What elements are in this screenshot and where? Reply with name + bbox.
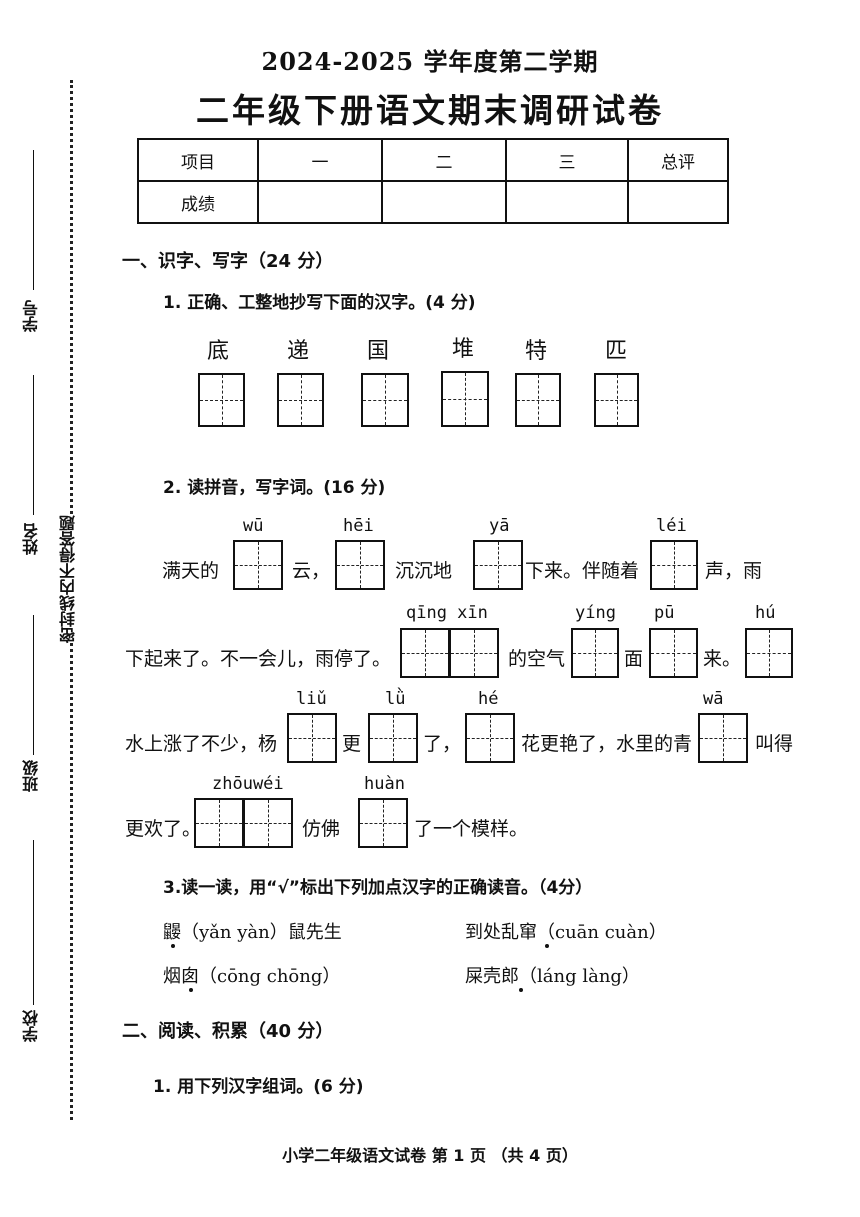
sentence-text: 了一个模样。	[414, 818, 529, 840]
pinyin: qīng xīn	[406, 603, 488, 623]
score-row-label: 成绩	[137, 180, 259, 224]
score-cell[interactable]	[257, 180, 383, 224]
answer-grid[interactable]	[449, 628, 499, 678]
score-header: 三	[505, 138, 629, 182]
sentence-text: 的空气	[508, 648, 566, 670]
answer-grid[interactable]	[650, 540, 698, 590]
writing-grid[interactable]	[361, 373, 409, 427]
reading-item[interactable]: 到处乱窜（cuān cuàn）	[465, 922, 667, 943]
emphasis-dot	[519, 988, 523, 992]
score-header: 项目	[137, 138, 259, 182]
answer-grid[interactable]	[465, 713, 515, 763]
term-title: 2024-2025 学年度第二学期	[261, 47, 599, 76]
emphasis-dot	[171, 944, 175, 948]
pinyin: yíng	[575, 603, 616, 623]
sentence-text: 花更艳了，水里的青	[521, 733, 693, 755]
student-id-label: 学号	[22, 300, 41, 332]
writing-grid[interactable]	[594, 373, 639, 427]
answer-grid[interactable]	[368, 713, 418, 763]
writing-grid[interactable]	[198, 373, 245, 427]
pinyin: léi	[656, 516, 687, 536]
sentence-text: 仿佛	[302, 818, 341, 840]
reading-item[interactable]: 鼹（yǎn yàn）鼠先生	[163, 922, 342, 943]
answer-grid[interactable]	[649, 628, 698, 678]
school-field[interactable]: 学校	[20, 840, 46, 1060]
answer-grid[interactable]	[335, 540, 385, 590]
answer-grid[interactable]	[287, 713, 337, 763]
pinyin: lǜ	[385, 689, 406, 709]
sentence-text: 叫得	[755, 733, 794, 755]
score-header: 总评	[627, 138, 729, 182]
exam-title: 二年级下册语文期末调研试卷	[196, 91, 664, 130]
reading-item[interactable]: 屎壳郎（láng làng）	[465, 966, 640, 987]
reading-item[interactable]: 烟囱（cōng chōng）	[163, 966, 341, 987]
writing-grid[interactable]	[277, 373, 324, 427]
pinyin: huàn	[364, 774, 405, 794]
pinyin: yā	[489, 516, 510, 536]
copy-char: 国	[366, 339, 389, 364]
sentence-text: 水上涨了不少，杨	[125, 733, 278, 755]
pinyin: zhōuwéi	[212, 774, 284, 794]
name-field[interactable]: 姓名	[20, 375, 46, 585]
sentence-text: 下起来了。不一会儿，雨停了。	[125, 648, 392, 670]
sentence-text: 更	[342, 733, 362, 755]
sentence-text: 面	[624, 648, 644, 670]
sentence-text: 来。	[703, 648, 742, 670]
answer-grid[interactable]	[698, 713, 748, 763]
answer-grid[interactable]	[473, 540, 523, 590]
pinyin: hé	[478, 689, 499, 709]
score-cell[interactable]	[505, 180, 629, 224]
sentence-text: 了，	[423, 733, 462, 755]
score-header: 一	[257, 138, 383, 182]
answer-grid[interactable]	[745, 628, 793, 678]
seal-notice: 密封线内不得答题	[59, 515, 82, 643]
score-cell[interactable]	[381, 180, 507, 224]
answer-grid[interactable]	[243, 798, 293, 848]
name-label: 姓名	[22, 523, 41, 555]
answer-grid[interactable]	[233, 540, 283, 590]
writing-grid[interactable]	[515, 373, 561, 427]
copy-char: 特	[524, 339, 547, 364]
answer-grid[interactable]	[571, 628, 619, 678]
class-field[interactable]: 班级	[20, 615, 46, 815]
copy-char: 匹	[604, 339, 627, 364]
s2-q1-prompt: 1. 用下列汉字组词。(6 分)	[153, 1077, 364, 1097]
page-footer: 小学二年级语文试卷 第 1 页 （共 4 页）	[282, 1146, 578, 1165]
q3-prompt: 3.读一读，用“√”标出下列加点汉字的正确读音。（4分）	[163, 878, 593, 898]
score-cell[interactable]	[627, 180, 729, 224]
sentence-text: 满天的	[162, 560, 220, 582]
copy-char: 底	[206, 339, 229, 364]
answer-grid[interactable]	[400, 628, 450, 678]
answer-grid[interactable]	[358, 798, 408, 848]
sentence-text: 沉沉地	[395, 560, 453, 582]
score-header: 二	[381, 138, 507, 182]
pinyin: wū	[243, 516, 264, 536]
student-id-field[interactable]: 学号	[20, 150, 46, 380]
sentence-text: 云，	[292, 560, 331, 582]
writing-grid[interactable]	[441, 371, 489, 427]
sentence-text: 下来。伴随着	[525, 560, 640, 582]
pinyin: hú	[755, 603, 776, 623]
copy-char: 递	[286, 339, 309, 364]
section1-heading: 一、识字、写字（24 分）	[122, 251, 334, 272]
q2-prompt: 2. 读拼音，写字词。(16 分)	[163, 478, 386, 498]
q1-prompt: 1. 正确、工整地抄写下面的汉字。(4 分)	[163, 293, 476, 313]
section2-heading: 二、阅读、积累（40 分）	[122, 1021, 334, 1042]
emphasis-dot	[545, 944, 549, 948]
pinyin: wā	[703, 689, 724, 709]
answer-grid[interactable]	[194, 798, 244, 848]
pinyin: liǔ	[296, 689, 327, 709]
sentence-text: 声，雨	[705, 560, 763, 582]
pinyin: hēi	[343, 516, 374, 536]
emphasis-dot	[189, 988, 193, 992]
school-label: 学校	[22, 1010, 41, 1042]
copy-char: 堆	[451, 337, 474, 362]
score-table: 项目 一 二 三 总评 成绩	[137, 138, 729, 224]
pinyin: pū	[654, 603, 675, 623]
sentence-text: 更欢了。	[125, 818, 202, 840]
class-label: 班级	[22, 760, 41, 792]
